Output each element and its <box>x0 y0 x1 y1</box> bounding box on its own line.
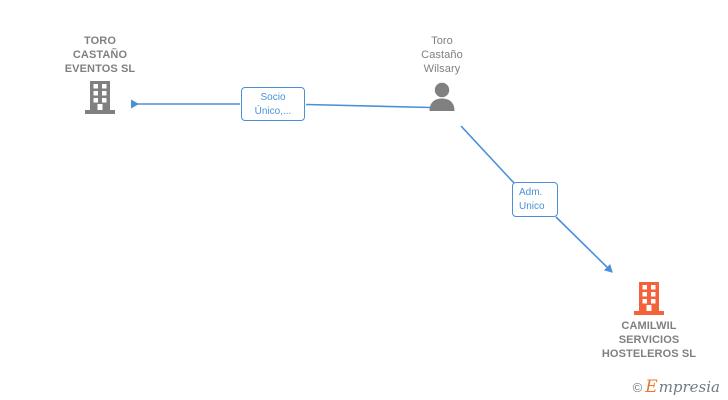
edge-adm-label-to-company-right <box>555 216 613 273</box>
edge-person-to-adm-label <box>460 125 515 184</box>
building-icon <box>634 282 664 315</box>
node-label-company-right: CAMILWIL SERVICIOS HOSTELEROS SL <box>601 320 697 360</box>
copyright-icon: © <box>632 380 643 395</box>
node-person-toro-castano-wilsary[interactable]: Toro Castaño Wilsary <box>390 34 494 111</box>
watermark-brand-name: mpresia <box>658 378 720 396</box>
edge-label-adm-unico[interactable]: Adm. Unico <box>512 182 558 217</box>
person-icon <box>429 82 455 111</box>
building-icon <box>85 81 115 114</box>
edge-label-socio-unico[interactable]: Socio Único,... <box>241 87 305 121</box>
watermark-empresia: © E mpresia <box>633 379 720 396</box>
node-company-camilwil-servicios-hosteleros[interactable]: CAMILWIL SERVICIOS HOSTELEROS SL <box>570 281 728 361</box>
node-label-person: Toro Castaño Wilsary <box>421 35 463 75</box>
node-company-toro-castano-eventos[interactable]: TORO CASTAÑO EVENTOS SL <box>38 34 162 114</box>
watermark-brand-initial: E <box>645 377 658 397</box>
edge-person-to-socio-label <box>305 103 432 109</box>
node-label-company-left: TORO CASTAÑO EVENTOS SL <box>64 35 136 75</box>
